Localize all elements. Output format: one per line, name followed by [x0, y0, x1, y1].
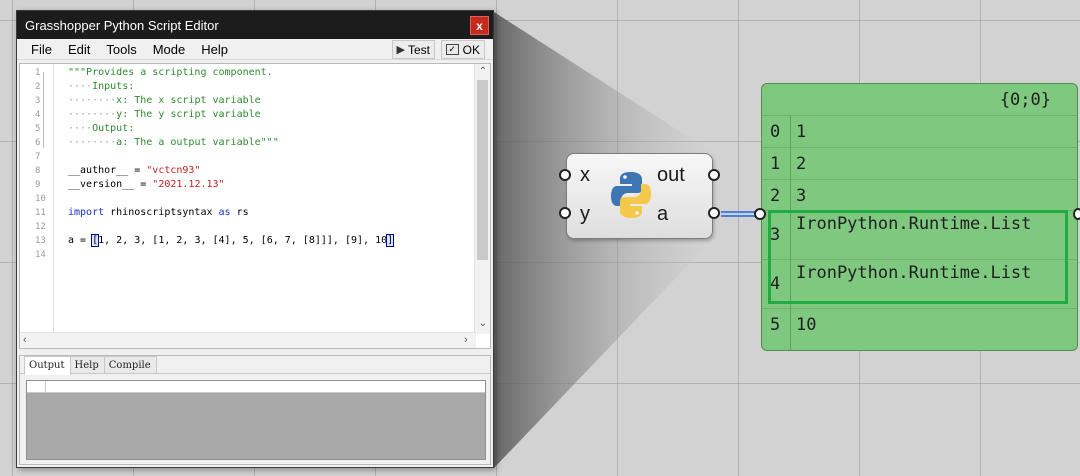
panel-input-port[interactable]	[754, 208, 766, 220]
output-console-header	[27, 381, 485, 393]
panel-row: 0 1	[762, 116, 1077, 148]
input-label-x: x	[580, 164, 590, 186]
menu-mode[interactable]: Mode	[152, 41, 186, 57]
fold-marker	[43, 72, 44, 148]
tab-compile[interactable]: Compile	[103, 356, 157, 373]
ok-button[interactable]: ✓ OK	[440, 40, 485, 59]
panel-row-index: 4	[770, 274, 781, 294]
output-console	[26, 380, 486, 460]
line-number: 9	[35, 180, 41, 190]
panel-row: 2 3	[762, 180, 1077, 211]
menu-tools[interactable]: Tools	[106, 41, 137, 57]
line-number-gutter: 1 2 3 4 5 6 7 8 9 10 11 12 13 14	[20, 64, 54, 348]
panel-row-index: 2	[770, 186, 781, 206]
panel-row-value: IronPython.Runtime.List	[796, 263, 1032, 283]
code-line-10	[68, 192, 473, 206]
panel-row: 4 IronPython.Runtime.List	[762, 260, 1077, 309]
vertical-scrollbar[interactable]: ⌃ ⌄	[474, 64, 490, 334]
editor-titlebar: Grasshopper Python Script Editor x	[17, 11, 493, 39]
data-panel[interactable]: {0;0} 0 1 1 2 2 3 3 IronPython.Runtime.L…	[761, 83, 1078, 351]
scroll-left-icon[interactable]: ‹	[23, 334, 27, 346]
panel-row: 5 10	[762, 309, 1077, 341]
panel-row: 1 2	[762, 148, 1077, 180]
code-line-4: ········y: The y script variable	[68, 109, 261, 120]
panel-row-index: 1	[770, 154, 781, 174]
panel-index-divider	[790, 116, 791, 350]
python-component[interactable]: x y out a	[559, 153, 720, 239]
close-button[interactable]: x	[470, 16, 489, 35]
output-port-out[interactable]	[708, 169, 720, 181]
scroll-down-icon[interactable]: ⌄	[478, 318, 488, 329]
panel-row-value: IronPython.Runtime.List	[796, 214, 1032, 234]
code-line-14	[68, 248, 473, 262]
panel-row-value: 10	[796, 315, 817, 335]
script-editor-window: Grasshopper Python Script Editor x File …	[16, 10, 494, 468]
line-number: 6	[35, 138, 41, 148]
menu-edit[interactable]: Edit	[67, 41, 91, 57]
line-number: 13	[35, 236, 46, 246]
scroll-right-icon[interactable]: ›	[464, 334, 468, 346]
input-port-y[interactable]	[559, 207, 571, 219]
line-number: 2	[35, 82, 41, 92]
ok-label: OK	[462, 42, 480, 57]
test-label: Test	[407, 42, 430, 57]
panel-path: {0;0}	[762, 84, 1077, 116]
line-number: 5	[35, 124, 41, 134]
scrollbar-thumb[interactable]	[477, 80, 488, 260]
code-line-11: import rhinoscriptsyntax as rs	[68, 207, 249, 218]
output-label-a: a	[657, 203, 669, 225]
output-port-a[interactable]	[708, 207, 720, 219]
menu-bar: File Edit Tools Mode Help ▶ Test ✓ OK	[17, 39, 493, 60]
tab-help[interactable]: Help	[69, 356, 105, 373]
input-port-x[interactable]	[559, 169, 571, 181]
output-tabs: Output Help Compile	[20, 356, 490, 375]
checkmark-icon: ✓	[445, 44, 459, 55]
panel-row-index: 5	[770, 315, 781, 335]
panel-row-value: 1	[796, 122, 807, 142]
code-line-2: ····Inputs:	[68, 81, 135, 92]
line-number: 3	[35, 96, 41, 106]
code-line-7	[68, 150, 473, 164]
code-text: """Provides a scripting component. ····I…	[68, 64, 473, 262]
line-number: 14	[35, 250, 46, 260]
line-number: 7	[35, 152, 41, 162]
menu-help[interactable]: Help	[201, 41, 228, 57]
editor-title: Grasshopper Python Script Editor	[25, 17, 219, 33]
output-label-out: out	[657, 164, 685, 186]
bracket-highlight: ]	[386, 234, 395, 247]
panel-output-port[interactable]	[1073, 208, 1080, 220]
play-icon: ▶	[396, 44, 405, 56]
panel-row-value: 3	[796, 186, 807, 206]
test-button[interactable]: ▶ Test	[391, 40, 435, 59]
code-line-5: ····Output:	[68, 123, 135, 134]
code-line-9: __version__ = "2021.12.13"	[68, 179, 225, 190]
panel-row-value: 2	[796, 154, 807, 174]
code-line-12	[68, 220, 473, 234]
input-label-y: y	[580, 203, 590, 225]
panel-row-index: 0	[770, 122, 781, 142]
line-number: 10	[35, 194, 46, 204]
line-number: 8	[35, 166, 41, 176]
code-line-3: ········x: The x script variable	[68, 95, 261, 106]
code-line-1: """Provides a scripting component.	[68, 67, 273, 78]
code-line-8: __author__ = "vctcn93"	[68, 165, 201, 176]
output-panel: Output Help Compile	[19, 355, 491, 465]
line-number: 1	[35, 68, 41, 78]
code-editor[interactable]: 1 2 3 4 5 6 7 8 9 10 11 12 13 14 """Prov…	[19, 63, 491, 349]
python-logo-icon	[611, 172, 651, 218]
horizontal-scrollbar[interactable]: ‹ ›	[20, 332, 476, 348]
code-line-6: ········a: The a output variable"""	[68, 137, 279, 148]
code-line-13: a = [1, 2, 3, [1, 2, 3, [4], 5, [6, 7, […	[68, 234, 395, 247]
line-number: 12	[35, 222, 46, 232]
menu-file[interactable]: File	[31, 41, 52, 57]
bracket-highlight: [	[91, 234, 100, 247]
scroll-up-icon[interactable]: ⌃	[478, 66, 488, 77]
tab-output[interactable]: Output	[24, 356, 71, 375]
line-number: 11	[35, 208, 46, 218]
line-number: 4	[35, 110, 41, 120]
panel-row: 3 IronPython.Runtime.List	[762, 211, 1077, 260]
panel-row-index: 3	[770, 225, 781, 245]
